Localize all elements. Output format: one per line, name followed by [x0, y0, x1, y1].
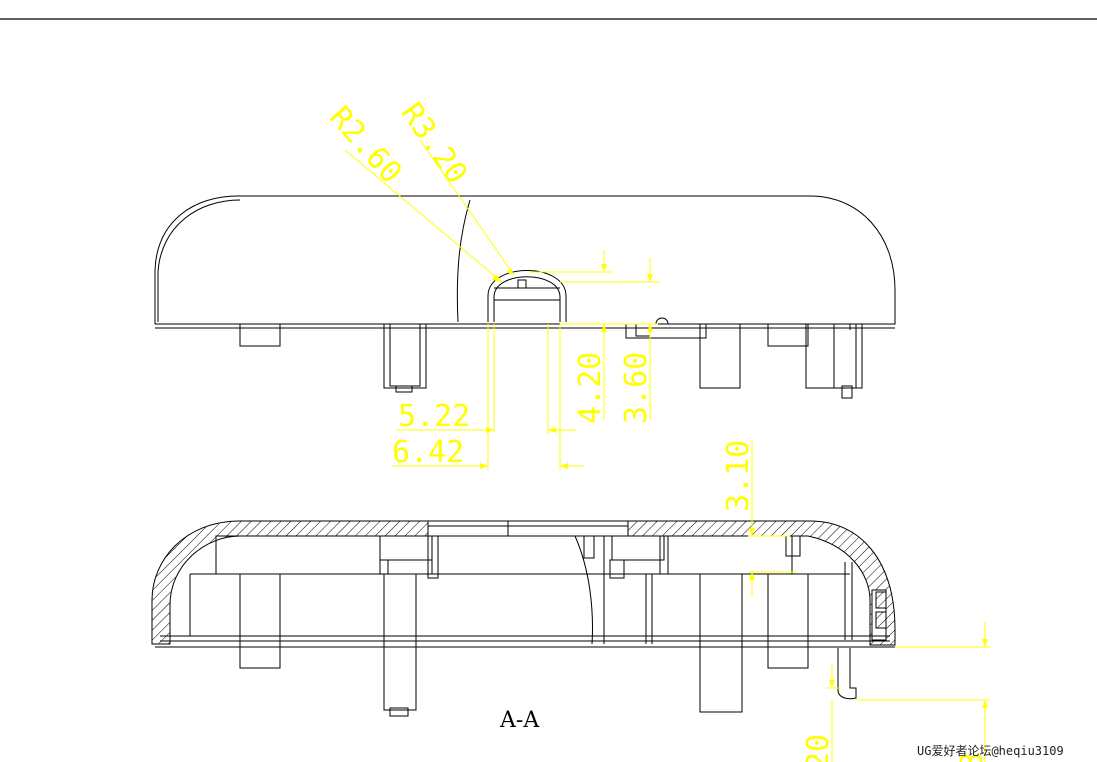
section-view: [151, 520, 896, 717]
dim-4-20: 4.20: [573, 352, 608, 424]
dim-3-10: 3.10: [721, 440, 756, 512]
section-boss: [239, 573, 281, 669]
watermark: UG爱好者论坛@heqiu3109: [917, 744, 1064, 758]
top-view: [154, 195, 896, 399]
section-boss: [383, 573, 417, 711]
dim-3-60: 3.60: [619, 352, 654, 424]
dim-r-3-20: R3.20: [393, 97, 473, 191]
snap-clip: [837, 648, 857, 700]
slot-arch: [487, 270, 567, 322]
dim-6-42: 6.42: [392, 435, 464, 470]
dim-r-2-60: R2.60: [322, 100, 408, 191]
boss: [625, 323, 707, 339]
dimension-lines: [344, 139, 990, 762]
dim-5-22: 5.22: [398, 399, 470, 434]
section-shell-hatched: [151, 520, 896, 646]
top-view-housing: [154, 195, 896, 325]
boss: [767, 323, 809, 347]
dim-3-partial: 3: [955, 752, 990, 762]
section-label: A-A: [499, 708, 540, 733]
boss: [239, 323, 281, 347]
section-boss: [699, 573, 743, 713]
dim-20: 20: [801, 734, 836, 762]
section-boss: [767, 573, 809, 669]
boss: [699, 323, 741, 389]
